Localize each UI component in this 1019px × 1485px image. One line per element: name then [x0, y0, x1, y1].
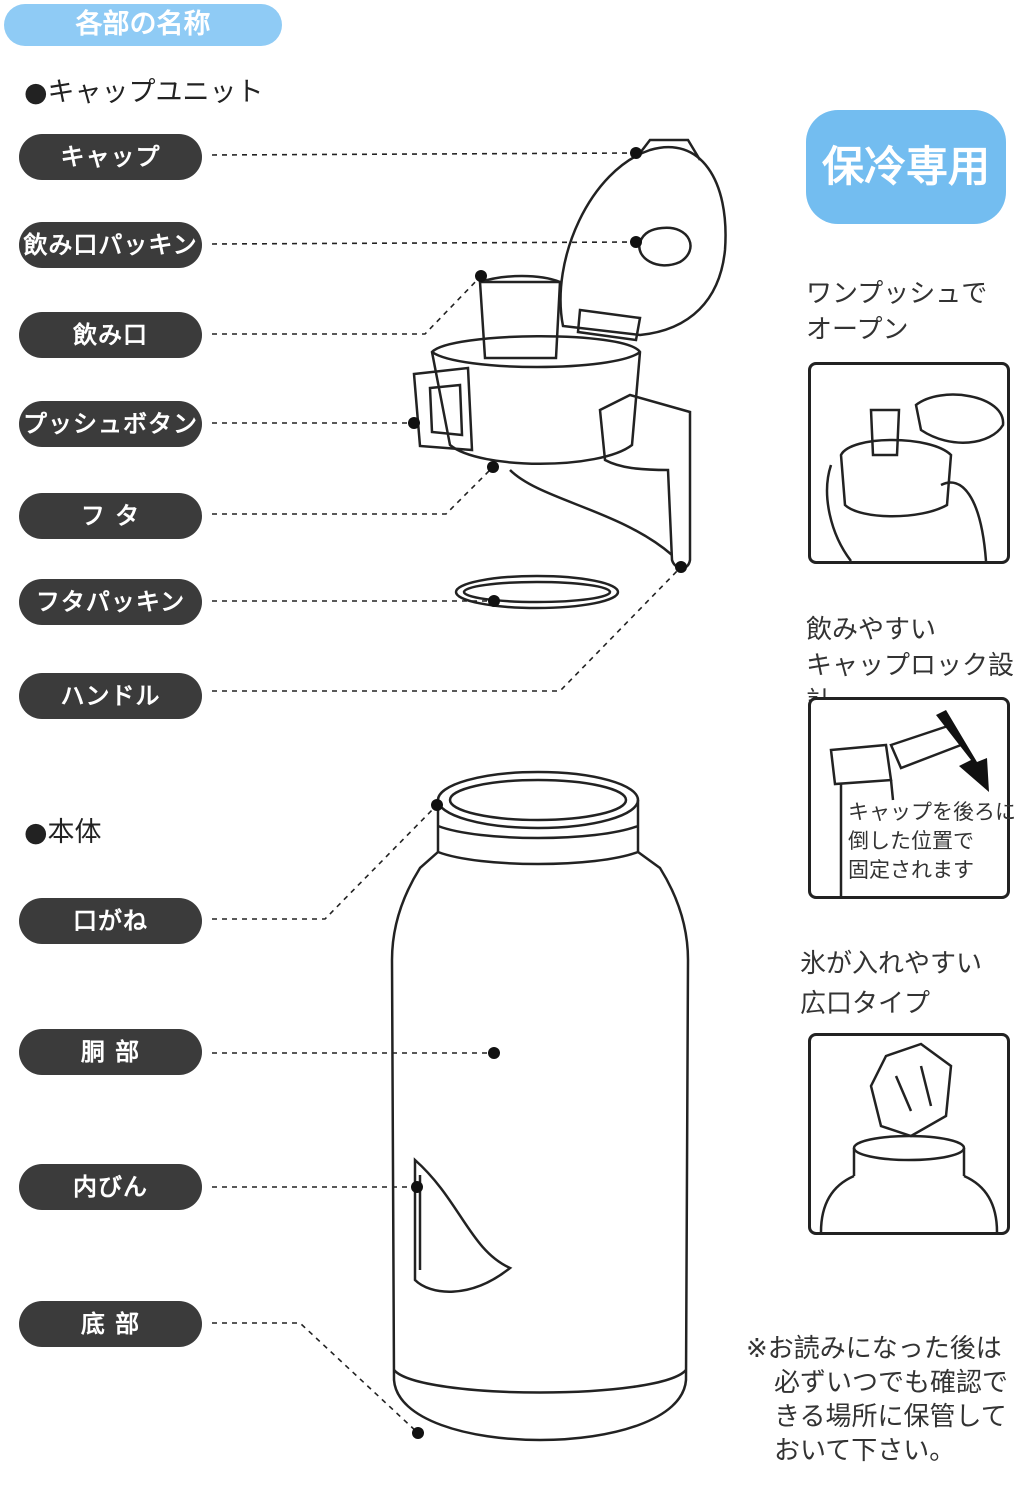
handle-shape — [598, 393, 692, 570]
label-push-button: プッシュボタン — [19, 401, 202, 447]
cap-unit-heading: ●キャップユニット — [24, 77, 264, 108]
spout-shape — [478, 280, 562, 360]
label-lid-packing: フタパッキン — [19, 579, 202, 625]
feature-1-title: ワンプッシュでオープン — [806, 279, 988, 345]
body-shape — [390, 850, 690, 1442]
label-inner-bottle: 内びん — [19, 1164, 202, 1210]
label-bottom: 底 部 — [19, 1301, 202, 1347]
label-lid: フ タ — [19, 493, 202, 539]
lid-shape — [430, 335, 642, 465]
wide-mouth-ice-illustration — [808, 1033, 1010, 1235]
cold-only-badge: 保冷専用 — [806, 110, 1006, 224]
feature-2-title: 飲みやすいキャップロック設計 — [806, 615, 1015, 717]
section-header: 各部の名称 — [4, 4, 282, 46]
label-spout-packing: 飲み口パッキン — [19, 222, 202, 268]
cap-lock-illustration — [808, 697, 1010, 899]
storage-note: ※お読みになった後は 必ずいつでも確認で きる場所に保管して おいて下さい。 — [746, 1334, 1009, 1466]
label-handle: ハンドル — [19, 673, 202, 719]
body-heading: ●本体 — [24, 817, 102, 848]
inner-bottle-shape — [413, 1157, 513, 1293]
label-cap: キャップ — [19, 134, 202, 180]
feature-3-title: 氷が入れやすい広口タイプ — [800, 949, 983, 1019]
push-open-illustration — [808, 362, 1010, 564]
label-body-section: 胴 部 — [19, 1029, 202, 1075]
label-spout: 飲み口 — [19, 312, 202, 358]
cap-shape — [559, 145, 727, 337]
label-mouth-ring: 口がね — [19, 898, 202, 944]
lid-packing-shape — [454, 574, 620, 610]
cap-lock-inset-text: キャップを後ろに 倒した位置で 固定されます — [848, 800, 1016, 882]
